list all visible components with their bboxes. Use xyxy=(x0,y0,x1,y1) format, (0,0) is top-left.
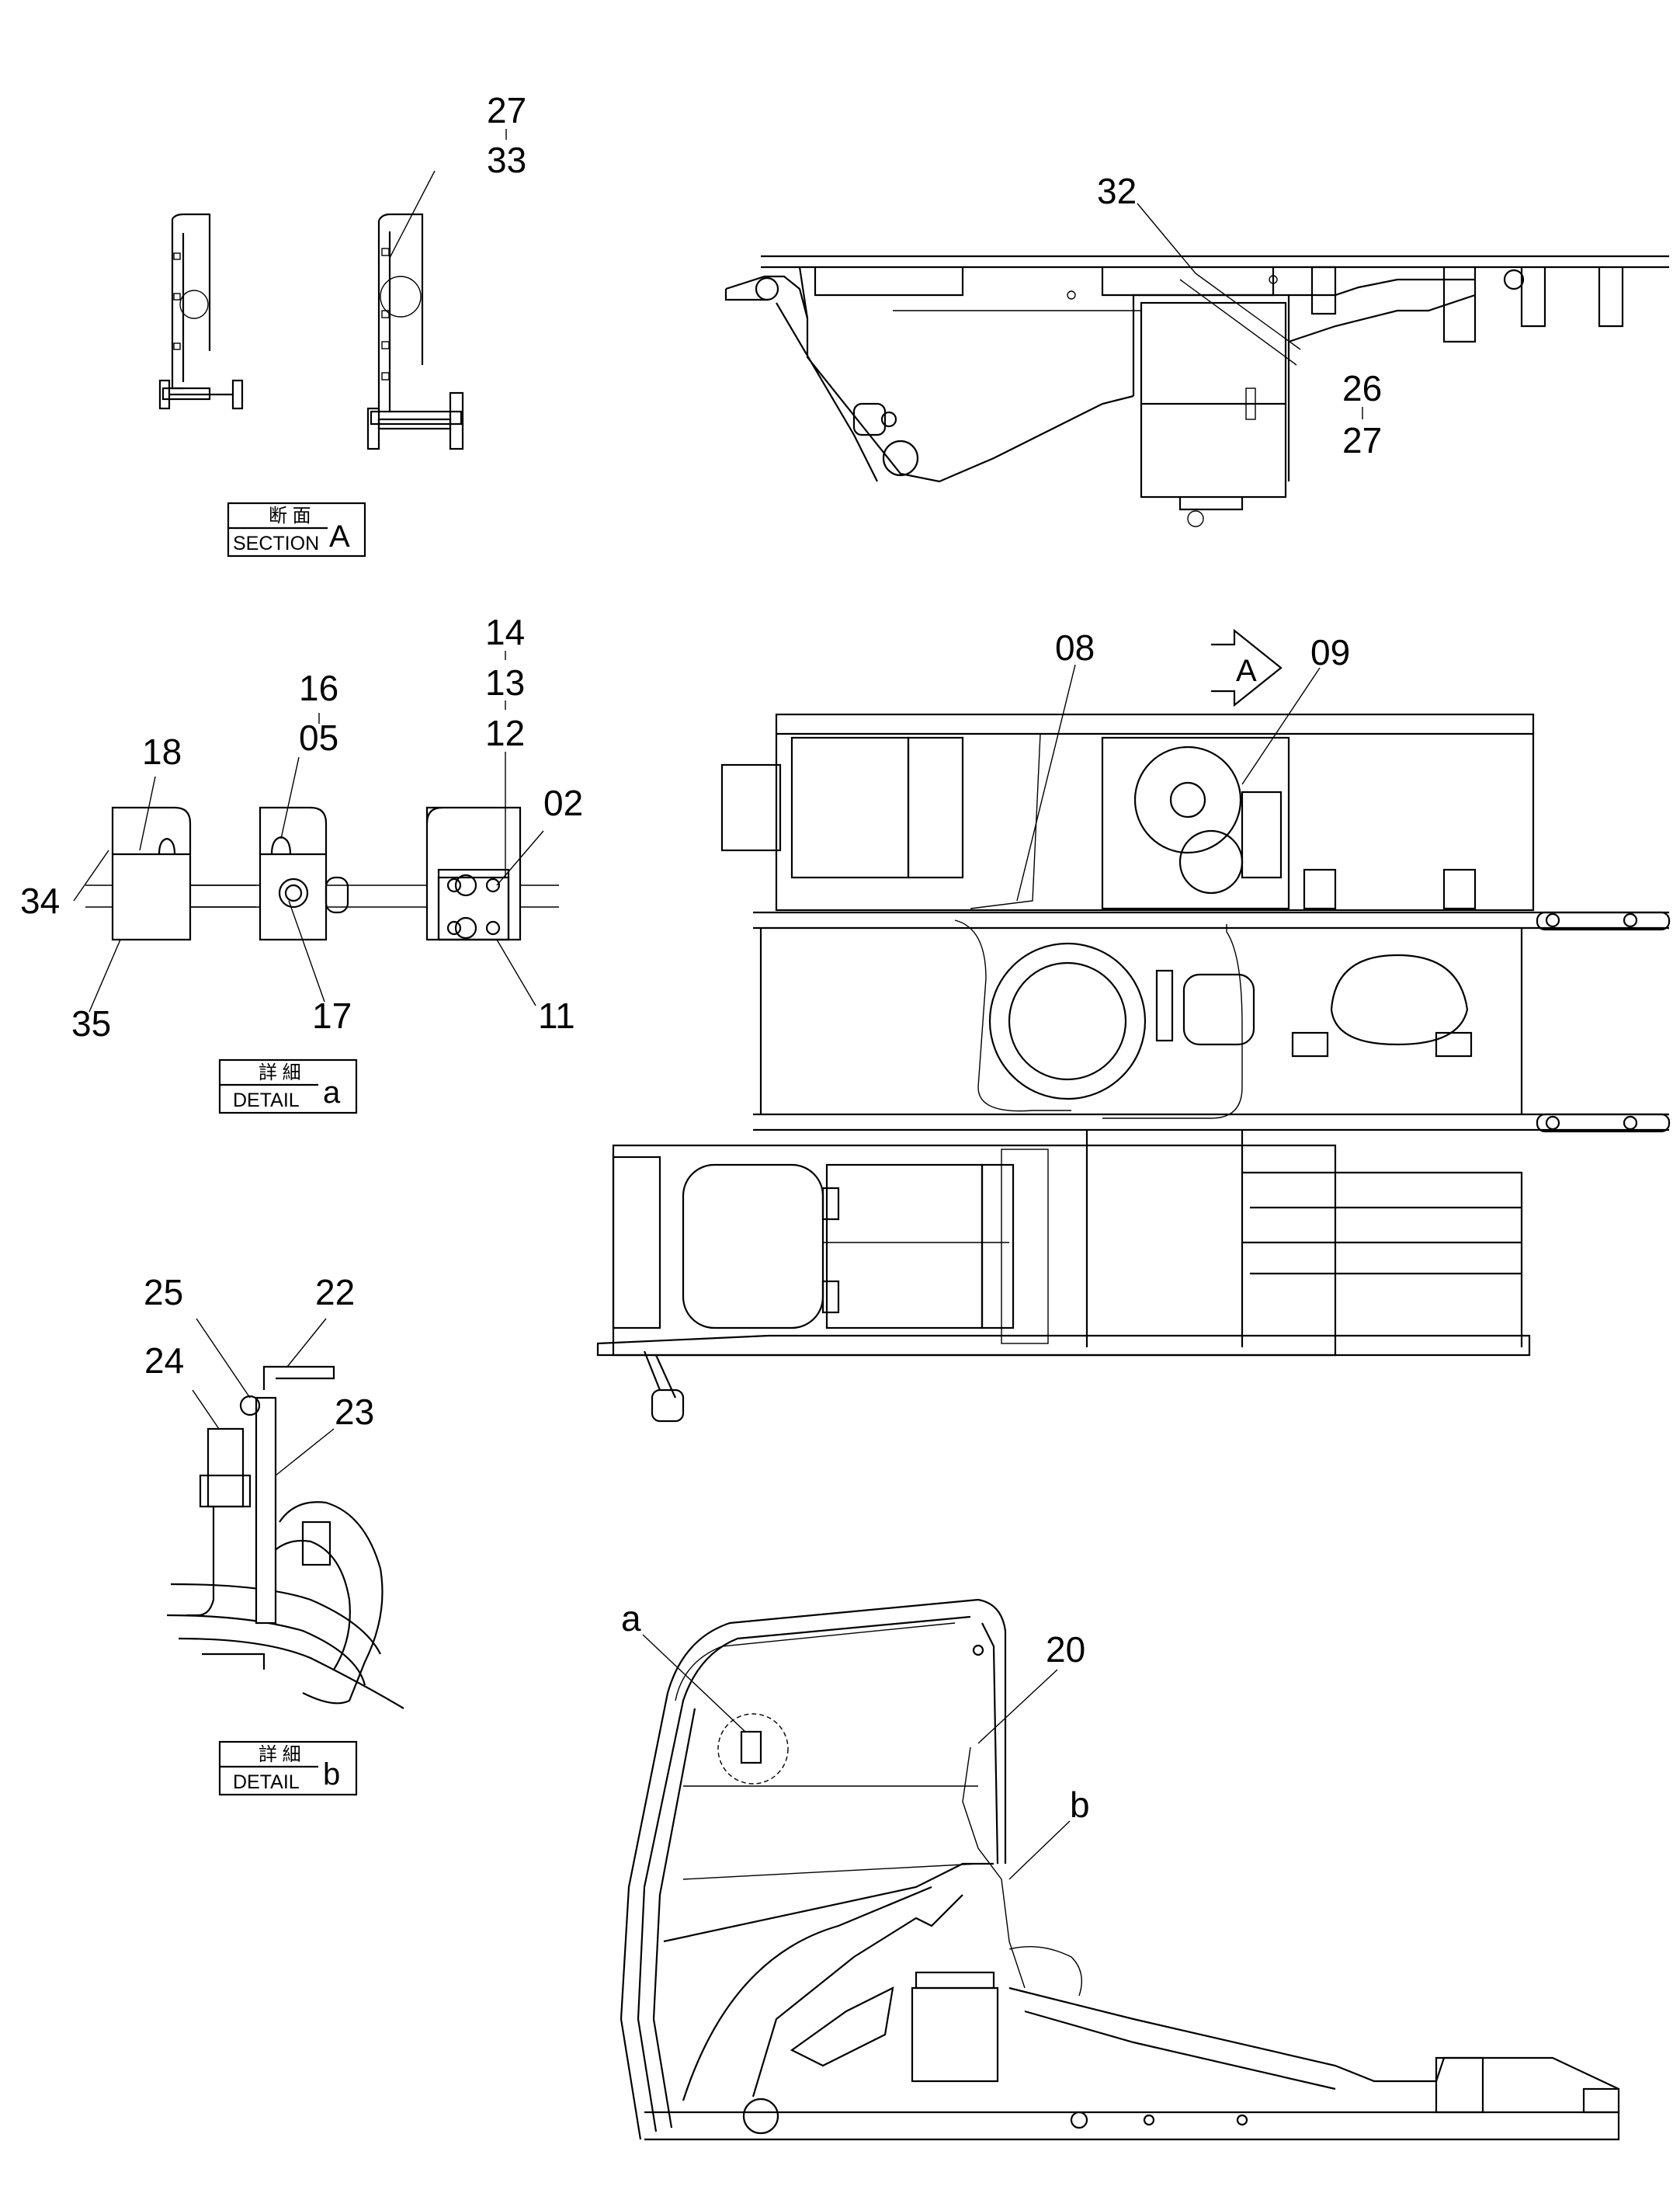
callout-16: 16 xyxy=(299,668,338,708)
cab-view-frame xyxy=(620,1598,1620,2141)
view-arrow-letter: A xyxy=(1236,654,1257,688)
side-view-frame xyxy=(724,255,1669,527)
section-a-view xyxy=(158,170,464,450)
detail-b-label: 詳 細 DETAIL b xyxy=(218,1740,358,1796)
callout-leaders xyxy=(73,129,1363,1880)
callout-05: 05 xyxy=(299,718,338,758)
detail-a-bottom-text: DETAIL xyxy=(233,1090,300,1111)
callout-20: 20 xyxy=(1046,1629,1085,1670)
detail-b-top-text: 詳 細 xyxy=(259,1744,301,1765)
detail-b-view xyxy=(166,1365,404,1709)
callout-17: 17 xyxy=(312,996,352,1036)
callout-25: 25 xyxy=(144,1272,183,1312)
callout-13: 13 xyxy=(485,662,525,703)
detail-a-label: 詳 細 DETAIL a xyxy=(218,1058,358,1114)
callout-labels: 27 33 32 26 27 08 09 16 05 14 13 12 18 0… xyxy=(20,90,1382,1825)
callout-24: 24 xyxy=(144,1340,184,1381)
view-a-arrow: A xyxy=(1211,628,1283,707)
callout-a: a xyxy=(621,1598,641,1639)
detail-a-view xyxy=(85,806,559,941)
detail-a-letter: a xyxy=(323,1076,341,1110)
detail-b-bottom-text: DETAIL xyxy=(233,1771,300,1793)
section-letter: A xyxy=(329,520,350,554)
callout-23: 23 xyxy=(335,1392,374,1432)
section-a-label: 断 面 SECTION A xyxy=(227,502,366,558)
callout-34: 34 xyxy=(20,881,60,921)
callout-18: 18 xyxy=(142,732,182,772)
callout-02: 02 xyxy=(543,783,583,823)
detail-b-letter: b xyxy=(323,1757,340,1792)
section-bottom-text: SECTION xyxy=(233,533,319,554)
callout-32: 32 xyxy=(1097,171,1137,211)
callout-09: 09 xyxy=(1310,632,1350,673)
callout-27: 27 xyxy=(487,90,526,130)
callout-26: 26 xyxy=(1342,368,1382,408)
callout-08: 08 xyxy=(1055,627,1095,668)
callout-11: 11 xyxy=(538,996,575,1036)
callout-27-lower: 27 xyxy=(1342,420,1382,461)
callout-12: 12 xyxy=(485,713,525,753)
callout-14: 14 xyxy=(485,612,525,652)
plan-view-frame xyxy=(596,713,1671,1423)
callout-22: 22 xyxy=(315,1272,355,1312)
section-top-text: 断 面 xyxy=(269,506,311,527)
callout-35: 35 xyxy=(71,1003,111,1044)
callout-33: 33 xyxy=(487,140,526,180)
detail-a-top-text: 詳 細 xyxy=(259,1062,301,1083)
callout-b: b xyxy=(1070,1785,1090,1825)
